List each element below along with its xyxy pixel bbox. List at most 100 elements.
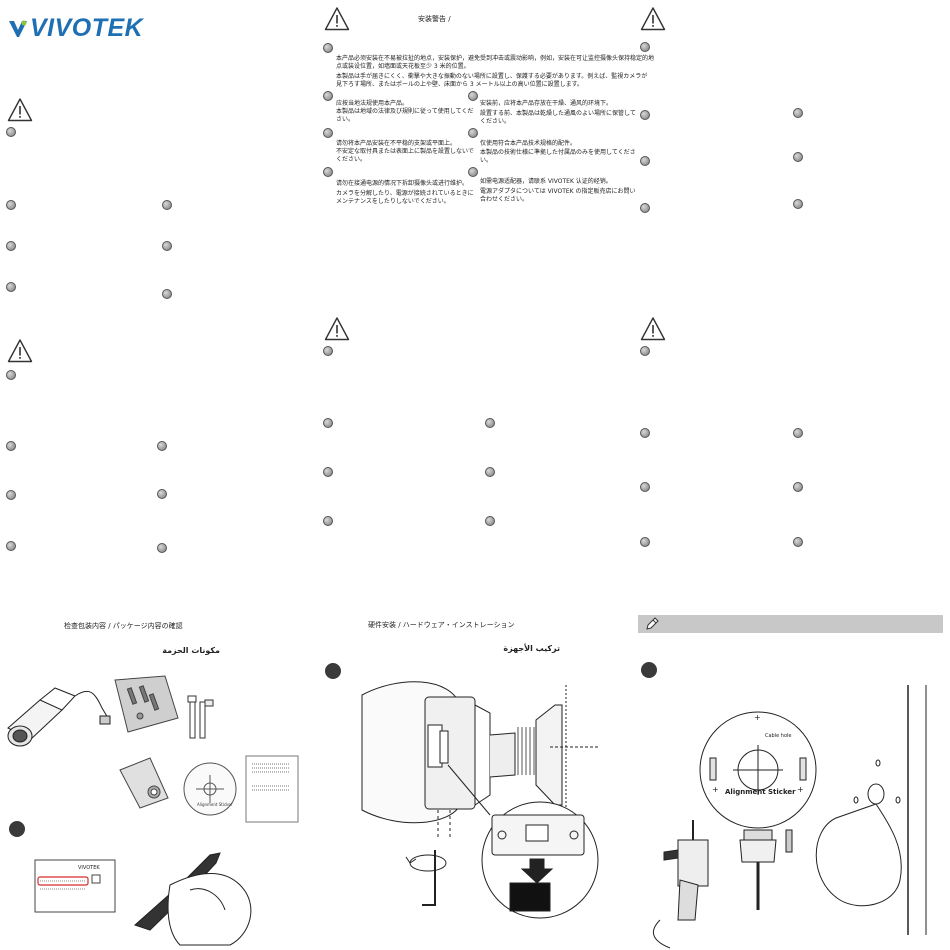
zoom-callout-bubble (815, 803, 902, 907)
package-contents-arabic-title: مكونات الحزمة (162, 646, 220, 655)
safety-right-item-1-jp: 設置する前、本製品は乾燥した通風のよい場所に保管して (480, 110, 636, 117)
bullet-icon (6, 127, 16, 137)
bullet-icon (6, 241, 16, 251)
vivotek-logo: VIVOTEK (8, 14, 143, 43)
warning-triangle-icon (324, 7, 350, 31)
bullet-icon (640, 42, 650, 52)
label-recording-diagram: VIVOTEK (34, 852, 252, 946)
safety-paragraph-jp-line-1: 本製品は手が届きにくく、衝撃や大きな振動のない場所に設置し、保護する必要がありま… (336, 73, 648, 80)
bullet-icon (485, 418, 495, 428)
bullet-icon (793, 108, 803, 118)
bullet-icon (468, 128, 478, 138)
label-brand-text: VIVOTEK (78, 865, 100, 871)
bullet-icon (793, 152, 803, 162)
safety-left-item-2-jp-cont: ください。 (336, 156, 367, 163)
bullet-icon (793, 537, 803, 547)
bullet-icon (6, 370, 16, 380)
wall-anchor-icon (799, 757, 807, 781)
bullet-icon (323, 167, 333, 177)
bullet-icon (640, 537, 650, 547)
cable-hole-label: Cable hole (765, 733, 791, 739)
hex-key-icon (422, 850, 436, 906)
svg-text:+: + (797, 785, 804, 794)
safety-right-item-2-jp: 本製品の技術仕様に準拠した付属品のみを使用してくださ (480, 149, 636, 156)
svg-text:+: + (712, 785, 719, 794)
product-label-illustration: VIVOTEK (34, 859, 116, 913)
mount-base (535, 704, 563, 806)
alignment-sticker-label: Alignment Sticker (725, 788, 796, 796)
safety-left-item-1-zh: 应按当地法规使用本产品。 (336, 100, 409, 107)
logo-mark-icon (9, 20, 27, 37)
safety-right-item-3-jp-cont: 合わせください。 (480, 196, 529, 203)
bullet-icon (640, 110, 650, 120)
pencil-note-icon (646, 617, 659, 630)
camera-side-view-diagram (361, 681, 600, 919)
step-2-marker (9, 821, 25, 837)
bullet-icon (157, 543, 167, 553)
bullet-icon (323, 418, 333, 428)
safety-right-item-2-jp-cont: い。 (480, 157, 493, 164)
warning-triangle-icon (640, 7, 666, 31)
safety-right-item-1-zh: 安装前，应将本产品存放在干燥、通风的环境下。 (480, 100, 613, 107)
warning-triangle-icon (640, 317, 666, 341)
safety-left-item-1-jp-cont: さい。 (336, 116, 355, 123)
svg-text:+: + (754, 713, 761, 722)
bullet-icon (640, 346, 650, 356)
power-drill-icon (652, 820, 709, 949)
safety-warning-title: 安装警告 / (418, 15, 451, 23)
safety-paragraph-jp-line-2: 見下ろす場所、またはポールの上や壁、床面から 3 メートル以上の高い位置に設置し… (336, 81, 584, 88)
safety-left-item-3-zh: 请勿在接通电源的情况下拆卸摄像头或进行维护。 (336, 180, 469, 187)
camera-illustration (7, 687, 111, 747)
alignment-sticker-label: Alignment Sticker (197, 802, 233, 807)
wall-anchor-icon (709, 757, 717, 781)
warning-triangle-icon (324, 317, 350, 341)
bullet-icon (6, 441, 16, 451)
warning-triangle-icon (7, 98, 33, 122)
bullet-icon (6, 282, 16, 292)
logo-text: VIVOTEK (30, 14, 144, 42)
bracket-joint (517, 727, 535, 775)
warning-triangle-icon (7, 339, 33, 363)
insert-arrow-icon (520, 858, 554, 884)
microsd-card-icon (509, 882, 551, 912)
bullet-icon (793, 482, 803, 492)
bullet-icon (323, 43, 333, 53)
rotate-arrow-icon (409, 854, 447, 872)
safety-right-item-2-zh: 仅使用符合本产品技术规格的配件。 (480, 140, 577, 147)
screws-drawing (187, 695, 214, 739)
safety-right-item-1-jp-cont: ください。 (480, 118, 511, 125)
bullet-icon (6, 200, 16, 210)
step-1-marker (641, 662, 657, 678)
mounting-template-diagram: Cable hole Alignment Sticker + + + (652, 685, 927, 949)
bullet-icon (162, 289, 172, 299)
alignment-sticker-illustration: Alignment Sticker (183, 762, 237, 816)
bullet-icon (323, 91, 333, 101)
safety-paragraph-zh-line-2: 点或装设位置，如墙面或天花板至少 3 米的位置。 (336, 63, 470, 70)
safety-paragraph-zh-line-1: 本产品必须安装在不易被拉扯的地点，安装保护，避免受到冲击或震动影响，例如，安装在… (336, 55, 655, 62)
bullet-icon (485, 467, 495, 477)
bullet-icon (323, 346, 333, 356)
bullet-icon (640, 156, 650, 166)
hardware-installation-arabic-title: تركيب الأجهزة (503, 644, 560, 653)
bullet-icon (793, 199, 803, 209)
hole-saw-bit-icon (739, 829, 777, 910)
bullet-icon (157, 441, 167, 451)
safety-left-item-2-jp: 不安定な取付具または表面上に製品を設置しないで (336, 148, 474, 155)
screw-anchor-icon (785, 829, 793, 853)
screw-bag-illustration (114, 675, 179, 733)
hand-with-pen-illustration (134, 852, 252, 946)
bullet-icon (6, 541, 16, 551)
bullet-icon (468, 91, 478, 101)
bullet-icon (640, 482, 650, 492)
bullet-icon (157, 489, 167, 499)
safety-left-item-3-jp-cont: メンテナンスをしたりしないでください。 (336, 198, 450, 205)
bullet-icon (323, 467, 333, 477)
bullet-icon (323, 128, 333, 138)
bullet-icon (323, 516, 333, 526)
safety-right-item-3-zh: 如需电源适配器，请联系 VIVOTEK 认证的经销。 (480, 178, 612, 185)
safety-left-item-1-jp: 本製品は地域の法律及び規則に従って使用してくだ (336, 108, 474, 115)
safety-left-item-2-zh: 请勿将本产品安装在不平稳的支架或平面上。 (336, 140, 457, 147)
package-contents-title: 检查包装内容 / パッケージ内容の確認 (64, 622, 183, 630)
quick-guide-illustration (245, 755, 299, 823)
bullet-icon (640, 428, 650, 438)
